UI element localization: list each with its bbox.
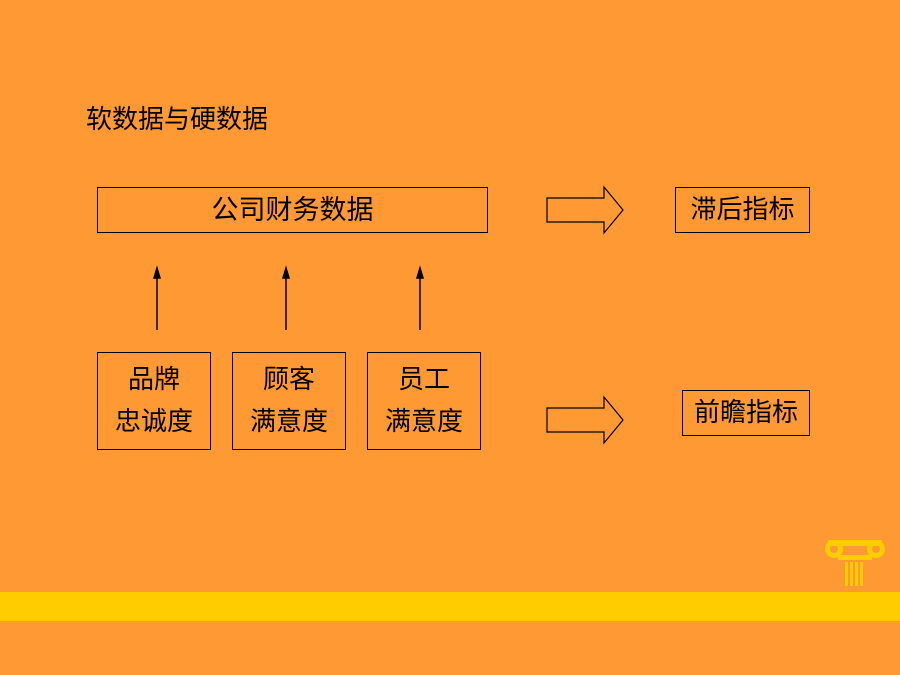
driver-box-brand-loyalty: 品牌 忠诚度 bbox=[97, 352, 211, 450]
up-arrow-icon bbox=[415, 265, 425, 330]
leading-indicator-box: 前瞻指标 bbox=[682, 390, 810, 436]
driver-line2: 满意度 bbox=[384, 407, 463, 437]
driver-line1: 品牌 bbox=[127, 365, 180, 395]
column-logo-icon bbox=[825, 540, 885, 586]
right-block-arrow-icon bbox=[546, 185, 624, 235]
up-arrow-icon bbox=[152, 265, 162, 330]
lagging-indicator-label: 滞后指标 bbox=[690, 195, 795, 225]
leading-indicator-label: 前瞻指标 bbox=[693, 398, 798, 428]
finance-data-label: 公司财务数据 bbox=[211, 194, 374, 226]
driver-box-customer-satisfaction: 顾客 满意度 bbox=[232, 352, 346, 450]
right-block-arrow-icon bbox=[546, 395, 624, 445]
driver-line1: 顾客 bbox=[262, 365, 315, 395]
slide-title: 软数据与硬数据 bbox=[86, 105, 269, 135]
driver-line2: 忠诚度 bbox=[114, 407, 193, 437]
footer-band bbox=[0, 592, 900, 621]
driver-line2: 满意度 bbox=[249, 407, 328, 437]
driver-line1: 员工 bbox=[397, 365, 450, 395]
finance-data-box: 公司财务数据 bbox=[97, 187, 488, 233]
driver-box-employee-satisfaction: 员工 满意度 bbox=[367, 352, 481, 450]
lagging-indicator-box: 滞后指标 bbox=[675, 187, 810, 233]
up-arrow-icon bbox=[281, 265, 291, 330]
